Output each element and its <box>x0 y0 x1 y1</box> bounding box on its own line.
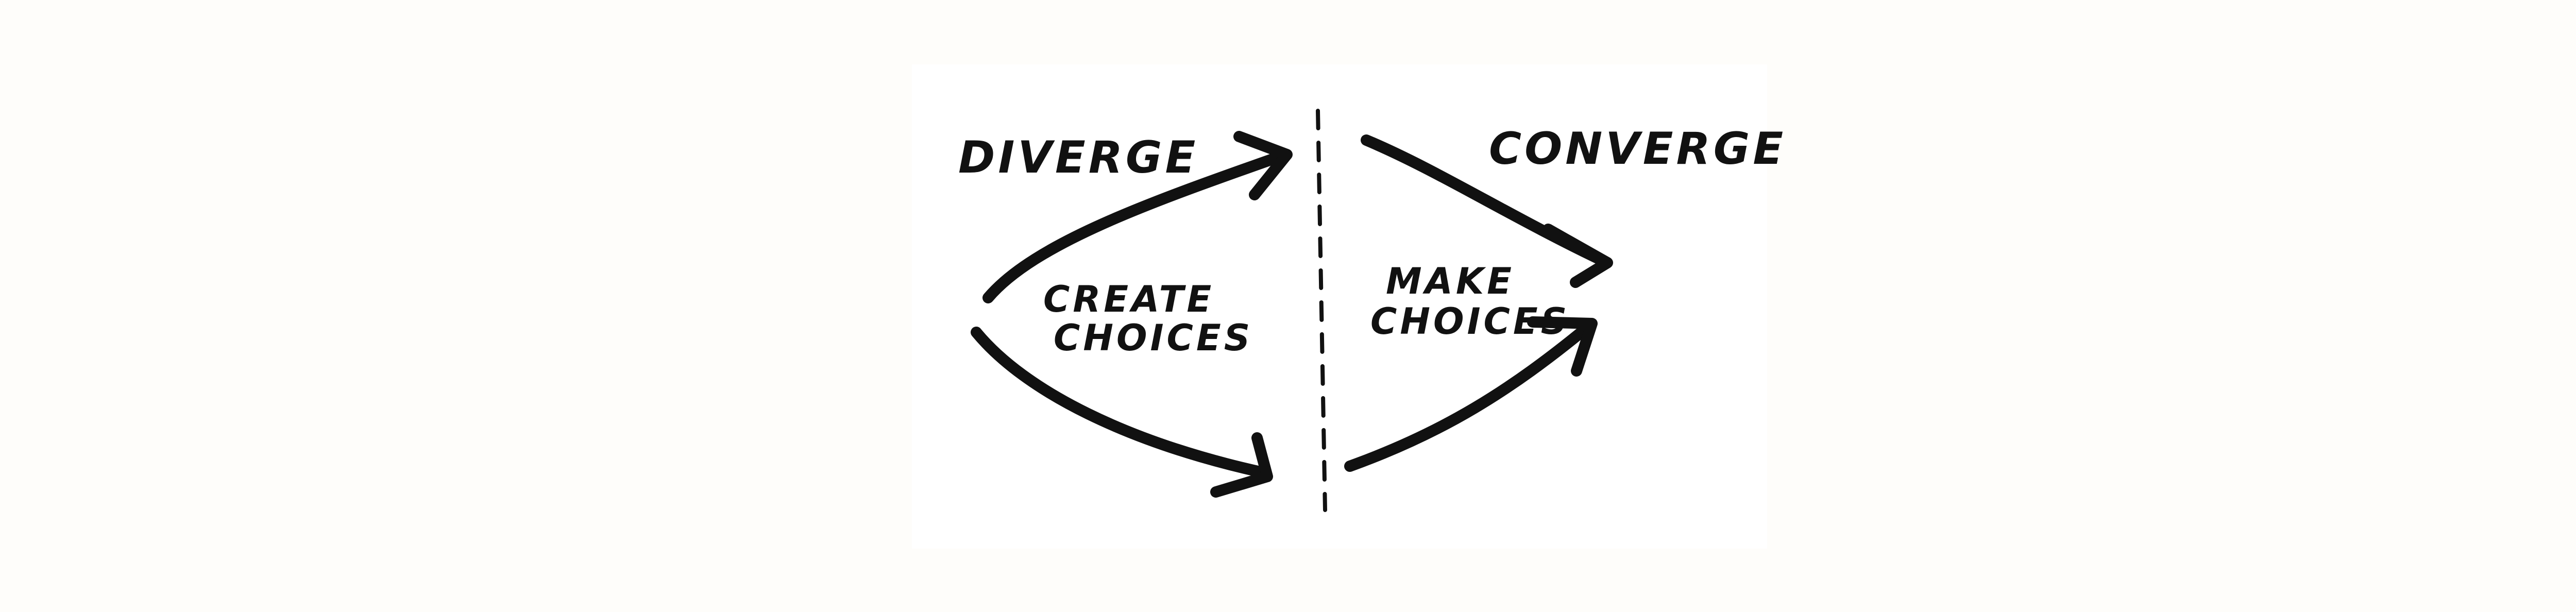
converge-lower-arrow <box>1344 320 1595 472</box>
make-label: Make <box>1386 260 1515 302</box>
converge-lower-arrowhead <box>1527 316 1598 377</box>
diverge-lower-arrowhead <box>1210 432 1273 498</box>
choices-label-left: Choices <box>1054 317 1253 359</box>
whiteboard <box>912 64 1767 549</box>
diverge-lower-arrow <box>971 327 1270 479</box>
create-label: Create <box>1043 278 1214 320</box>
diverge-label: Diverge <box>958 132 1198 183</box>
diverge-upper-arrowhead <box>1233 131 1293 200</box>
center-divider-line <box>1316 109 1327 512</box>
converge-label: Converge <box>1489 123 1786 175</box>
choices-label-right: Choices <box>1370 300 1570 343</box>
converge-upper-arrowhead <box>1543 224 1613 288</box>
diverge-upper-arrow <box>982 149 1291 303</box>
